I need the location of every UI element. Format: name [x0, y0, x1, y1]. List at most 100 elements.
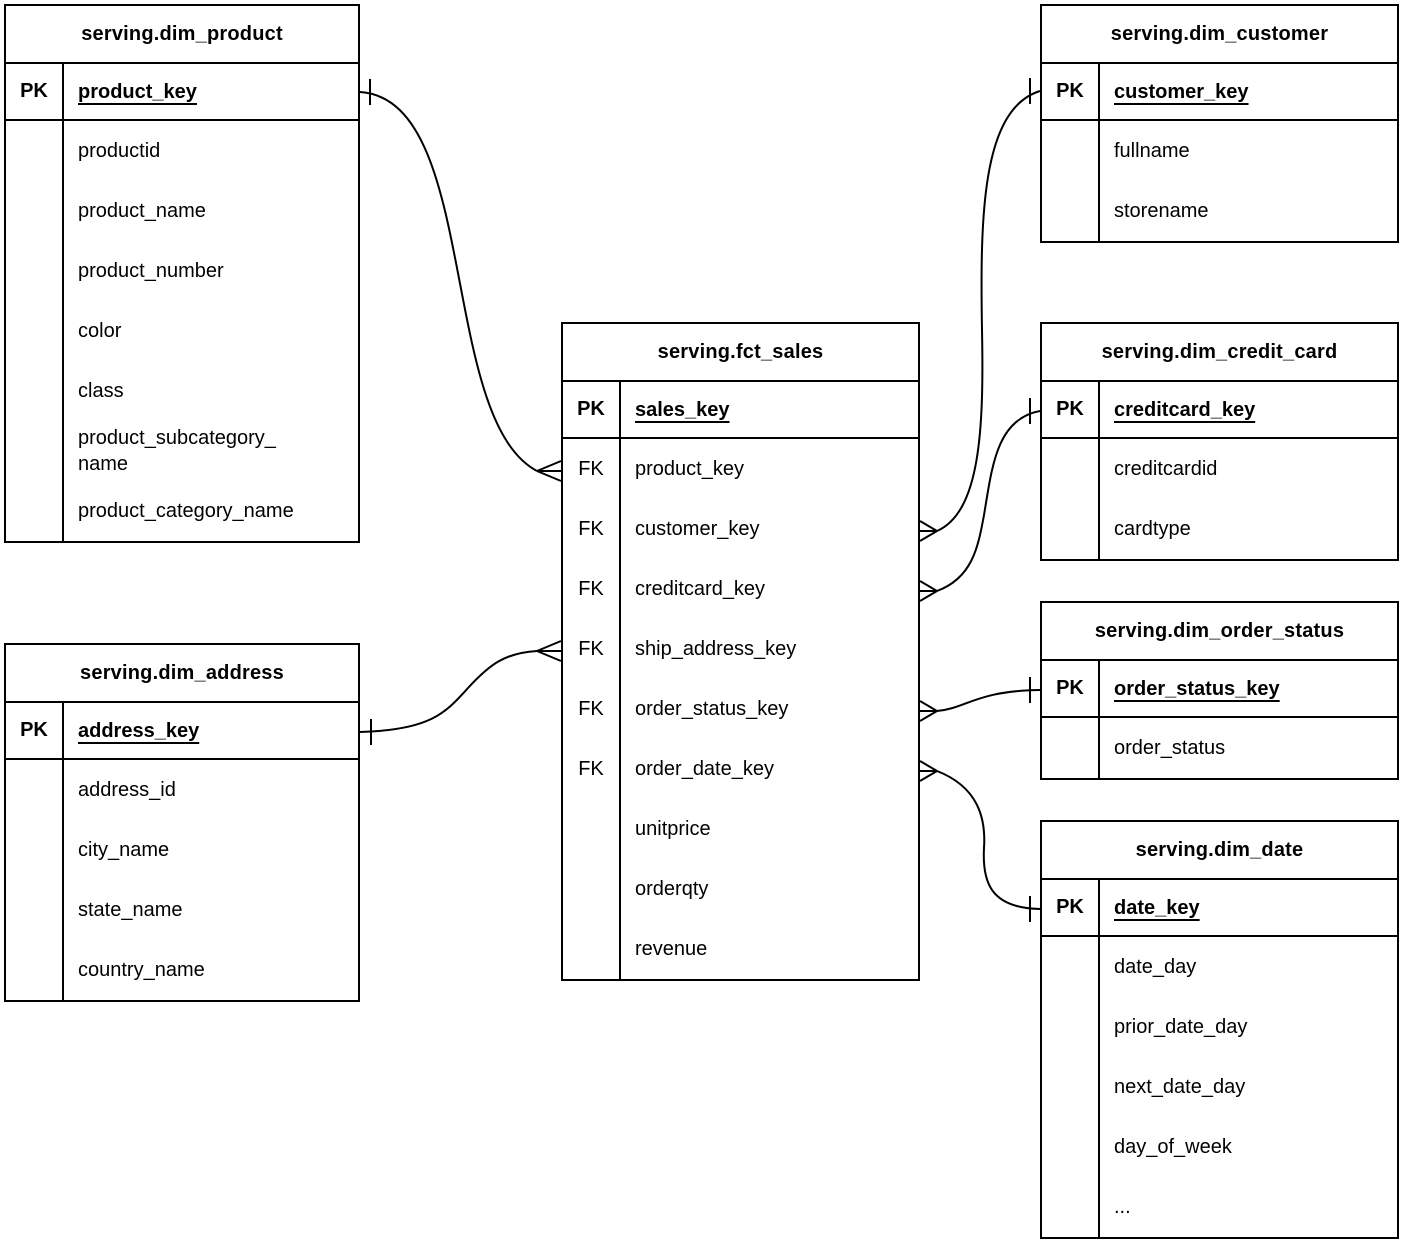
- relationship-line: [359, 650, 538, 733]
- pk-row: PK customer_key: [1042, 64, 1397, 121]
- table-row: product_category_name: [6, 481, 358, 541]
- fk-tag: FK: [563, 619, 621, 679]
- table-dim-credit-card: serving.dim_credit_card PK creditcard_ke…: [1040, 322, 1399, 561]
- table-row: city_name: [6, 820, 358, 880]
- table-row: class: [6, 361, 358, 421]
- table-row: FK ship_address_key: [563, 619, 918, 679]
- field-name: product_name: [78, 200, 206, 222]
- relationship-sales-credit-card: [919, 398, 1041, 602]
- table-row: FK creditcard_key: [563, 559, 918, 619]
- field-name: class: [78, 380, 124, 402]
- table-dim-product: serving.dim_product PK product_key produ…: [4, 4, 360, 543]
- table-title: serving.dim_date: [1042, 822, 1397, 880]
- table-row: next_date_day: [1042, 1057, 1397, 1117]
- tag-cell: [6, 940, 64, 1000]
- tag-cell: [1042, 499, 1100, 559]
- table-row: storename: [1042, 181, 1397, 241]
- pk-field: customer_key: [1114, 80, 1249, 103]
- many-crowfoot-icon: [919, 760, 938, 782]
- field-name: prior_date_day: [1114, 1016, 1248, 1038]
- many-crowfoot-icon: [919, 580, 938, 602]
- tag-cell: [1042, 997, 1100, 1057]
- table-row: date_day: [1042, 937, 1397, 997]
- field-name: country_name: [78, 959, 205, 981]
- table-row: FK order_status_key: [563, 679, 918, 739]
- table-row: product_subcategory_ name: [6, 421, 358, 481]
- pk-tag: PK: [1042, 64, 1100, 119]
- relationship-sales-date: [919, 760, 1041, 922]
- pk-tag: PK: [563, 382, 621, 437]
- fk-tag: [563, 859, 621, 919]
- pk-field: address_key: [78, 719, 200, 742]
- table-row: creditcardid: [1042, 439, 1397, 499]
- table-row: country_name: [6, 940, 358, 1000]
- relationship-line: [359, 91, 538, 472]
- field-name: order_status_key: [635, 698, 789, 720]
- field-name: cardtype: [1114, 518, 1191, 540]
- tag-cell: [1042, 439, 1100, 499]
- field-name: address_id: [78, 779, 176, 801]
- fk-tag: FK: [563, 679, 621, 739]
- field-name: creditcardid: [1114, 458, 1218, 480]
- fk-tag: FK: [563, 499, 621, 559]
- tag-cell: [6, 820, 64, 880]
- field-name: fullname: [1114, 140, 1190, 162]
- relationship-sales-customer: [919, 78, 1041, 542]
- field-name: creditcard_key: [635, 578, 766, 600]
- tag-cell: [1042, 937, 1100, 997]
- pk-field: sales_key: [635, 398, 730, 421]
- pk-field: product_key: [78, 80, 197, 103]
- field-name: state_name: [78, 899, 183, 921]
- tag-cell: [1042, 181, 1100, 241]
- relationship-line: [936, 90, 1041, 532]
- field-name: customer_key: [635, 518, 760, 540]
- field-name: day_of_week: [1114, 1136, 1232, 1158]
- table-title: serving.dim_customer: [1042, 6, 1397, 64]
- tag-cell: [1042, 718, 1100, 778]
- field-name: ship_address_key: [635, 638, 797, 660]
- pk-tag: PK: [1042, 661, 1100, 716]
- many-crowfoot-icon: [919, 700, 938, 722]
- field-name: city_name: [78, 839, 170, 861]
- relationship-line: [936, 410, 1041, 592]
- tag-cell: [1042, 1117, 1100, 1177]
- pk-tag: PK: [1042, 880, 1100, 935]
- table-row: product_name: [6, 181, 358, 241]
- pk-field: creditcard_key: [1114, 398, 1256, 421]
- pk-tag: PK: [1042, 382, 1100, 437]
- many-crowfoot-icon: [919, 520, 938, 542]
- field-name: product_category_name: [78, 500, 294, 522]
- table-row: state_name: [6, 880, 358, 940]
- relationship-address-sales: [359, 640, 562, 745]
- table-row: fullname: [1042, 121, 1397, 181]
- table-row: color: [6, 301, 358, 361]
- tag-cell: [6, 241, 64, 301]
- pk-row: PK order_status_key: [1042, 661, 1397, 718]
- table-row: orderqty: [563, 859, 918, 919]
- pk-field: order_status_key: [1114, 677, 1280, 700]
- pk-tag: PK: [6, 703, 64, 758]
- field-name: ...: [1114, 1196, 1131, 1218]
- field-name: productid: [78, 140, 161, 162]
- fk-tag: FK: [563, 559, 621, 619]
- pk-tag: PK: [6, 64, 64, 119]
- table-title: serving.dim_product: [6, 6, 358, 64]
- table-title: serving.dim_credit_card: [1042, 324, 1397, 382]
- table-row: order_status: [1042, 718, 1397, 778]
- field-name: date_day: [1114, 956, 1197, 978]
- tag-cell: [6, 121, 64, 181]
- pk-row: PK product_key: [6, 64, 358, 121]
- tag-cell: [1042, 1177, 1100, 1237]
- table-title: serving.dim_address: [6, 645, 358, 703]
- tag-cell: [1042, 1057, 1100, 1117]
- table-dim-customer: serving.dim_customer PK customer_key ful…: [1040, 4, 1399, 243]
- relationship-product-sales: [359, 79, 562, 482]
- table-row: unitprice: [563, 799, 918, 859]
- table-row: revenue: [563, 919, 918, 979]
- fk-tag: FK: [563, 739, 621, 799]
- table-row: prior_date_day: [1042, 997, 1397, 1057]
- field-name: revenue: [635, 938, 708, 960]
- field-name: product_key: [635, 458, 744, 480]
